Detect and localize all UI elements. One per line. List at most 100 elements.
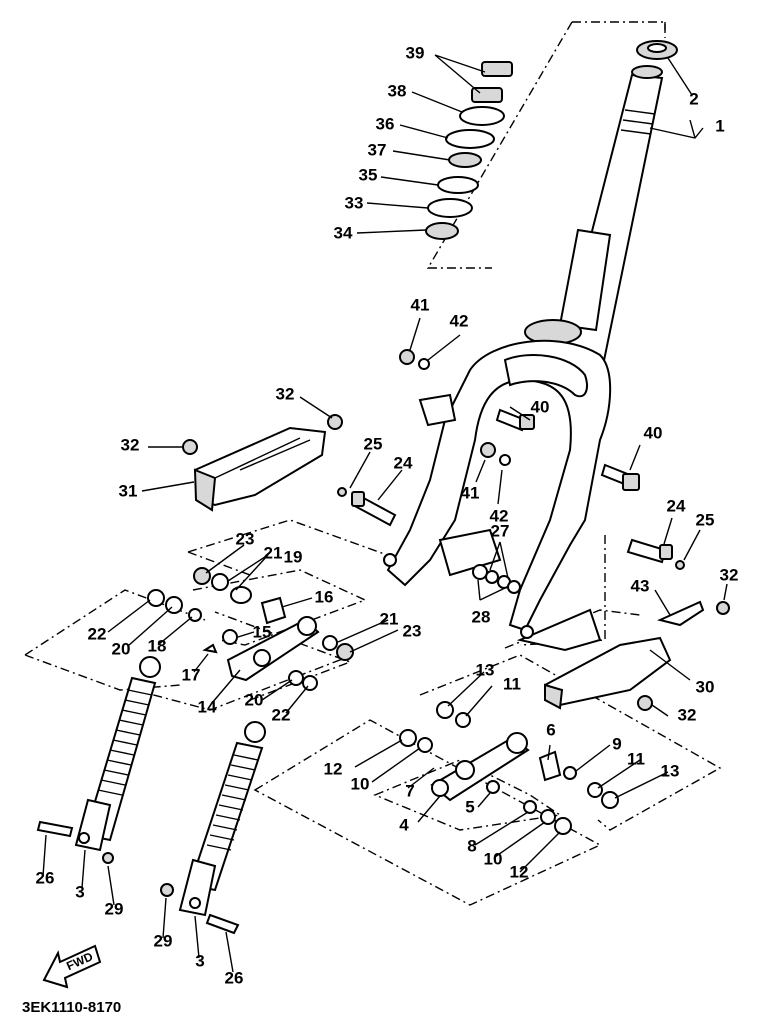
callout-35: 35 [359,165,378,184]
ring-21a [211,573,229,591]
nut-39a [481,61,513,77]
callout-11a: 11 [503,674,521,693]
callout-29b: 29 [154,931,173,950]
callout-23a: 23 [236,529,255,548]
callout-9: 9 [612,734,621,753]
shock-absorber-right [160,721,266,935]
left-axle-bolt [337,487,397,527]
drawing-code: 3EK1110-8170 [22,999,121,1016]
right-axle-bolt [626,538,685,570]
callout-21b: 21 [380,609,399,628]
callout-32d: 32 [678,705,697,724]
callout-10a: 10 [351,774,370,793]
callout-42a: 42 [450,311,469,330]
arm-frame-upper [504,609,641,649]
collar-18 [188,608,202,622]
left-cover-31 [182,414,343,512]
callout-32c: 32 [720,565,739,584]
washer-23b [336,643,354,661]
callout-24b: 24 [667,496,686,515]
rear-link-frame [253,719,602,906]
link-arm [226,618,320,682]
link-group-14 [147,567,354,691]
ring-11a [455,712,471,728]
ring-21b [322,635,338,651]
ring-20b [288,670,304,686]
callout-4: 4 [399,815,409,834]
bushing-6 [538,750,562,782]
callout-2: 2 [689,89,698,108]
fwd-arrow-icon: FWD [42,944,102,989]
callout-27: 27 [491,521,510,540]
callout-26a: 26 [36,868,55,887]
callout-29a: 29 [105,899,124,918]
washer-12a [399,729,417,747]
callout-3a: 3 [75,882,84,901]
screw-32c [637,695,653,711]
callout-5: 5 [465,797,474,816]
callout-40b: 40 [644,423,663,442]
washer-12b [554,817,572,835]
ring-nut-2 [636,40,678,60]
bearing-stack [425,61,513,240]
screw-32d [716,601,730,615]
balls-37 [448,152,482,168]
balls-34 [425,222,459,240]
callout-31: 31 [119,481,138,500]
callout-16: 16 [315,587,334,606]
rear-link-inner-frame [373,759,562,831]
callout-37: 37 [368,140,387,159]
screw-32a [182,439,198,455]
callout-14: 14 [198,697,217,716]
callout-18: 18 [148,636,167,655]
callout-13a: 13 [476,660,495,679]
callout-20a: 20 [112,639,131,658]
nut-29b [160,883,174,897]
washer-22b [302,675,318,691]
callout-20b: 20 [245,690,264,709]
callout-32a: 32 [276,384,295,403]
callout-10b: 10 [484,849,503,868]
callout-15: 15 [253,622,272,641]
callout-13b: 13 [661,761,680,780]
link-group-frame-inner [192,569,367,646]
arm-frame [419,654,722,831]
seal-9 [563,766,577,780]
callout-23b: 23 [403,621,422,640]
ring-11b [587,782,603,798]
collar-5 [486,780,500,794]
callout-41a: 41 [411,295,430,314]
callout-11b: 11 [627,749,645,768]
collar-19 [230,586,252,604]
callout-25a: 25 [364,434,383,453]
nut-39b [471,87,503,103]
rear-link-4 [399,701,619,835]
leader-lines [42,54,728,973]
collar-15 [222,629,238,645]
bearing-group-bracket [426,21,666,269]
callout-21a: 21 [264,543,283,562]
callout-22b: 22 [272,705,291,724]
callout-39: 39 [406,43,425,62]
ring-10a [417,737,433,753]
nut-29a [102,852,114,864]
washer-23a [193,567,211,585]
fork-bolts [399,349,640,491]
ring-10b [540,809,556,825]
callout-19: 19 [284,547,303,566]
callout-36: 36 [376,114,395,133]
callout-12a: 12 [324,759,343,778]
callout-40a: 40 [531,397,550,416]
washer-38 [459,106,505,126]
callout-1: 1 [715,116,724,135]
callout-17: 17 [182,665,201,684]
steering-stem-bracket [572,21,666,38]
callout-25b: 25 [696,510,715,529]
callout-41b: 41 [461,483,480,502]
part-number-callouts: 1 2 3 3 4 5 6 7 8 9 10 10 11 11 12 12 13… [36,43,739,987]
collar-8 [523,800,537,814]
callout-24a: 24 [394,453,413,472]
race-35 [437,176,479,194]
callout-43: 43 [631,576,650,595]
